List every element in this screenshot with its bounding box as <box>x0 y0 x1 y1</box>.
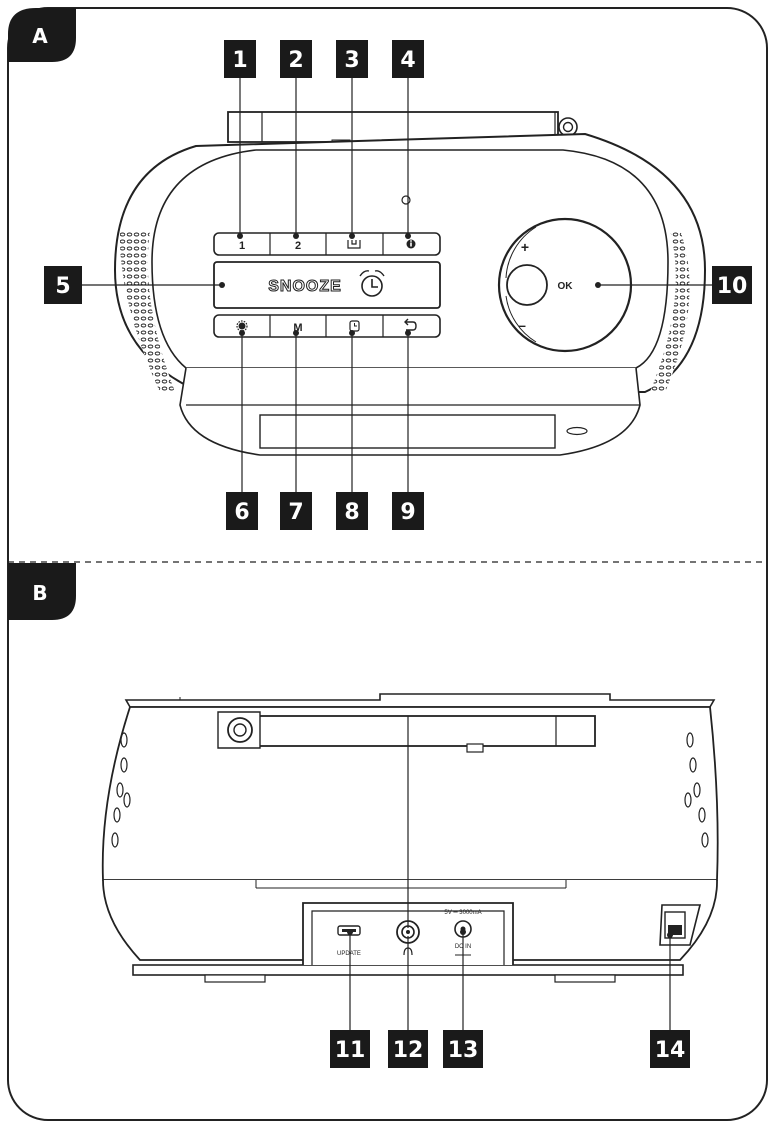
dial-plus: + <box>521 239 529 255</box>
callout-12-label: 12 <box>393 1038 424 1063</box>
preset-1-label: 1 <box>239 240 245 252</box>
save-button[interactable] <box>347 240 361 249</box>
section-label-b: B <box>32 581 47 605</box>
update-label: UPDATE <box>337 951 361 957</box>
callout-5: 5 <box>44 266 82 304</box>
leader-dots-b <box>347 929 673 938</box>
dial-grip <box>506 264 548 306</box>
callout-12: 12 <box>388 1030 428 1068</box>
leader-dots-a <box>219 233 601 336</box>
dial-ok-label: OK <box>558 281 574 292</box>
back-icon <box>405 321 417 331</box>
back-button[interactable] <box>404 318 417 331</box>
callout-11-label: 11 <box>335 1038 366 1063</box>
top-plate <box>124 693 716 708</box>
device-back-view: UPDATE 5V ═ 3000mA DC IN <box>101 693 719 983</box>
callout-7: 7 <box>280 492 312 530</box>
callout-13-label: 13 <box>448 1038 479 1063</box>
section-tab-b: B <box>8 563 76 620</box>
callout-4: 4 <box>392 40 424 78</box>
preset-1-button[interactable]: 1 <box>239 240 245 252</box>
left-vents <box>111 732 131 848</box>
callout-10: 10 <box>712 266 752 304</box>
callout-9: 9 <box>392 492 424 530</box>
callout-11: 11 <box>330 1030 370 1068</box>
preset-2-button[interactable]: 2 <box>295 240 301 252</box>
callout-9-label: 9 <box>400 500 415 525</box>
section-label-a: A <box>32 24 48 48</box>
gear-icon <box>238 322 246 330</box>
mode-button[interactable]: M <box>293 322 302 334</box>
callout-3: 3 <box>336 40 368 78</box>
callout-4-label: 4 <box>400 48 415 73</box>
back-antenna <box>229 715 596 747</box>
leader-lines-b <box>349 716 671 1030</box>
callout-8: 8 <box>336 492 368 530</box>
callout-1: 1 <box>224 40 256 78</box>
light-sensor <box>401 195 411 205</box>
callout-8-label: 8 <box>344 500 359 525</box>
callout-1-label: 1 <box>232 48 247 73</box>
alarm-icon <box>349 320 360 332</box>
right-vents <box>684 732 709 848</box>
headphone-jack[interactable] <box>396 920 420 956</box>
callout-5-label: 5 <box>55 274 70 299</box>
callout-14: 14 <box>650 1030 690 1068</box>
callout-6-label: 6 <box>234 500 249 525</box>
preset-2-label: 2 <box>295 240 301 252</box>
alarm-clock-icon <box>359 270 385 297</box>
callout-14-label: 14 <box>655 1038 686 1063</box>
dial-minus: – <box>518 317 526 333</box>
alarm-button[interactable] <box>349 320 360 332</box>
section-tab-a: A <box>8 8 76 62</box>
callout-6: 6 <box>226 492 258 530</box>
callout-3-label: 3 <box>344 48 359 73</box>
front-led <box>566 426 588 436</box>
save-icon <box>347 240 361 249</box>
leader-lines-a <box>82 78 712 492</box>
callout-10-label: 10 <box>717 274 748 299</box>
dc-rating-label: 5V ═ 3000mA <box>444 910 481 916</box>
mode-label: M <box>293 322 302 334</box>
info-button[interactable] <box>406 239 416 249</box>
settings-button[interactable] <box>236 320 248 332</box>
snooze-button[interactable]: SNOOZE <box>213 261 441 309</box>
callout-13: 13 <box>443 1030 483 1068</box>
callout-2-label: 2 <box>288 48 303 73</box>
snooze-label: SNOOZE <box>268 278 342 295</box>
callout-2: 2 <box>280 40 312 78</box>
device-top-view: 1 2 SNOOZE <box>113 111 707 456</box>
callout-7-label: 7 <box>288 500 303 525</box>
